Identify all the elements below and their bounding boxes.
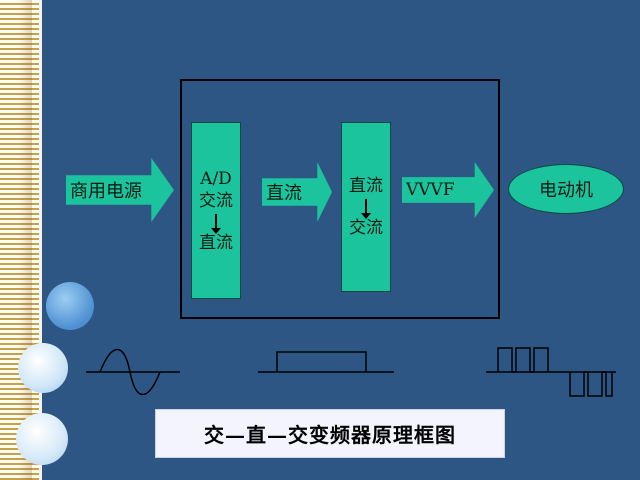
rectifier-title: A/D bbox=[200, 168, 232, 189]
decorative-circle-blue bbox=[46, 282, 94, 330]
power-source-arrow: 商用电源 bbox=[66, 158, 174, 222]
diagram-caption: 交—直—交变频器原理框图 bbox=[155, 409, 505, 458]
inverter-input-label: 直流 bbox=[349, 176, 383, 196]
power-source-label: 商用电源 bbox=[70, 181, 142, 202]
rectifier-input-label: 交流 bbox=[199, 190, 233, 211]
down-arrow-icon bbox=[211, 213, 221, 234]
pwm-positive-pulses bbox=[497, 347, 549, 373]
motor-label: 电动机 bbox=[539, 180, 593, 201]
decorative-stripe-band bbox=[0, 0, 42, 480]
pwm-negative-pulses bbox=[569, 371, 613, 397]
dc-link-label: 直流 bbox=[266, 183, 302, 204]
decorative-circle-light-lower bbox=[16, 413, 68, 465]
caption-text: 交—直—交变频器原理框图 bbox=[204, 423, 456, 447]
rectifier-output-label: 直流 bbox=[199, 232, 233, 253]
inverter-block: 直流 交流 bbox=[341, 122, 391, 292]
motor-ellipse: 电动机 bbox=[508, 164, 624, 214]
inverter-output-label: 交流 bbox=[349, 218, 383, 238]
rectifier-block: A/D 交流 直流 bbox=[191, 122, 241, 299]
stripe-shade bbox=[18, 0, 32, 480]
dc-level-wave bbox=[276, 351, 367, 372]
ac-sine-wave bbox=[99, 349, 161, 395]
down-arrow-icon bbox=[361, 199, 371, 219]
converter-frame bbox=[180, 79, 500, 319]
decorative-circle-light bbox=[18, 343, 68, 393]
vvvf-label: VVVF bbox=[406, 180, 455, 200]
